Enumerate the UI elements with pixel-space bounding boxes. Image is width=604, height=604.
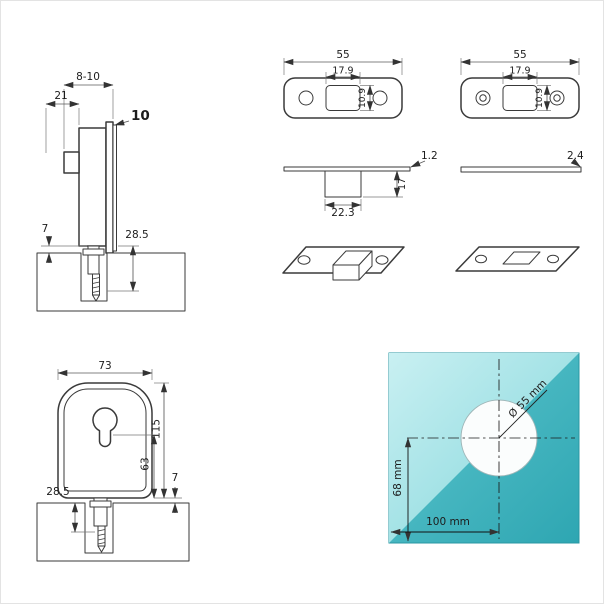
dim-glass-thickness: 8-10 — [76, 71, 100, 83]
hole-right-3d — [547, 254, 559, 264]
strike-plate-perspective — [455, 246, 580, 272]
latch-cutout — [325, 85, 361, 111]
knob — [63, 151, 80, 174]
screw-hole-right — [549, 90, 565, 106]
latch-plate-perspective — [282, 246, 405, 281]
hole-left-3d — [297, 255, 311, 265]
dim-plate-10: 10 — [131, 108, 150, 124]
strike-side-view-drawing: 2.4 — [460, 150, 584, 173]
screw-tip — [97, 545, 106, 553]
screw-tip — [92, 294, 100, 302]
dim-panel-width: 100 mm — [426, 516, 470, 528]
dim-faceplate-width: 55 — [336, 49, 349, 61]
cover-plate — [105, 121, 114, 254]
dim-lower-height-63: 63 — [140, 457, 152, 470]
dim-box-width: 22.3 — [331, 207, 354, 219]
dim-strike-cutout-height: 10.9 — [535, 88, 545, 108]
dim-cutout-width: 17.9 — [332, 66, 353, 77]
mount-block-hatched — [36, 252, 186, 312]
screw-hole-left — [298, 90, 314, 106]
strike-plate-front-view: 55 17.9 10.9 — [460, 49, 580, 119]
cutout-3d — [502, 251, 541, 265]
hole-radius-leader — [498, 389, 548, 439]
cover-plate-outer — [112, 124, 117, 252]
screw-hole-right-inner — [553, 94, 561, 102]
hole-right-3d — [375, 255, 389, 265]
lock-body — [78, 127, 107, 247]
latch-flange — [82, 248, 105, 256]
dim-plate-width-73: 73 — [98, 360, 111, 372]
latch-faceplate-front-view: 55 17.9 10.9 — [283, 49, 403, 119]
latch-box-side-3d — [358, 250, 373, 281]
dim-cutout-height: 10.9 — [358, 88, 368, 108]
dim-plate-thickness: 1.2 — [421, 150, 438, 162]
latch-box-front-3d — [332, 264, 360, 281]
screw-hole-right — [372, 90, 388, 106]
keyhole — [92, 407, 118, 448]
dim-depth-28-5: 28.5 — [125, 229, 148, 241]
front-plate-drawing: 73 115 63 7 28.5 — [36, 360, 190, 562]
latch-side-view-drawing: 1.2 17 22.3 — [283, 150, 438, 219]
screw-hole-left-inner — [479, 94, 487, 102]
hole-left-3d — [475, 254, 487, 264]
strike-cutout — [502, 85, 538, 111]
dim-depth-28-5: 28.5 — [46, 486, 69, 498]
strike-plate-edge — [460, 166, 582, 173]
dim-gap-7: 7 — [42, 223, 49, 235]
latch-box — [324, 170, 362, 198]
dim-plate-height-115: 115 — [151, 419, 163, 439]
dim-strike-cutout-width: 17.9 — [509, 66, 530, 77]
plate-edge — [283, 166, 411, 172]
dim-offset-21: 21 — [54, 90, 67, 102]
dim-strike-thickness: 2.4 — [567, 150, 584, 162]
dim-strike-width: 55 — [513, 49, 526, 61]
dim-box-depth: 17 — [397, 178, 408, 190]
mount-block-hatched — [36, 502, 190, 562]
dim-panel-height: 68 mm — [392, 459, 404, 496]
dim-gap-7: 7 — [172, 472, 179, 484]
glass-panel-drawing: Ø 55 mm 68 mm 100 mm — [388, 352, 580, 544]
lock-side-view-drawing: 8-10 21 10 7 28.5 — [36, 71, 186, 312]
screw-hole-left — [475, 90, 491, 106]
front-plate-inner-line — [63, 388, 147, 492]
latch-flange — [89, 500, 112, 508]
